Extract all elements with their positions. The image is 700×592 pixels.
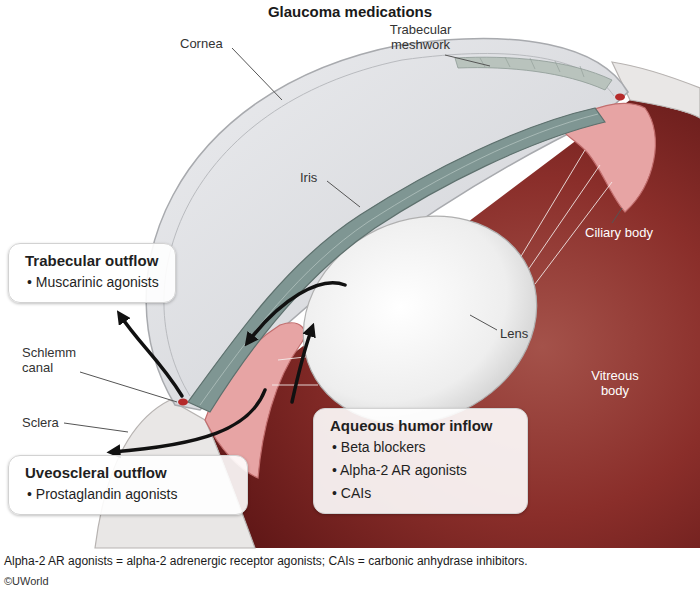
meshwork-fibers [480, 57, 584, 77]
drug-item: • Prostaglandin agonists [25, 483, 177, 506]
drug-item: • Beta blockers [330, 436, 426, 459]
trabecular-arrow [120, 315, 182, 396]
drug-item: • CAIs [330, 482, 371, 505]
iris [188, 108, 605, 412]
trabecular-meshwork [455, 57, 612, 90]
info-box: Uveoscleral outflow• Prostaglandin agoni… [8, 455, 248, 515]
diagram-title: Glaucoma medications [0, 2, 700, 21]
pupil-arrow [248, 283, 345, 342]
drug-item: • Alpha-2 AR agonists [330, 459, 467, 482]
part-label: Iris [300, 170, 317, 185]
part-label: Cornea [180, 36, 223, 51]
uveoscleral-arrow [112, 390, 265, 452]
box-heading: Trabecular outflow [25, 250, 158, 271]
part-label: Trabecular meshwork [378, 22, 463, 52]
schlemm-canal-lower [178, 399, 188, 406]
part-label: Vitreous body [580, 368, 650, 398]
part-label: Schlemm canal [22, 345, 82, 375]
info-box: Trabecular outflow• Muscarinic agonists [8, 243, 176, 303]
inflow-arrow [292, 328, 312, 402]
flow-arrows [112, 283, 345, 452]
part-label: Ciliary body [585, 225, 653, 240]
iris-texture [200, 114, 598, 405]
figure-caption: Alpha-2 AR agonists = alpha-2 adrenergic… [4, 554, 528, 569]
info-box: Aqueous humor inflow• Beta blockers• Alp… [313, 408, 528, 514]
copyright-note: ©UWorld [4, 574, 49, 588]
leader-lines [64, 48, 622, 432]
drug-item: • Muscarinic agonists [25, 271, 159, 294]
box-heading: Uveoscleral outflow [25, 462, 167, 483]
part-label: Lens [500, 326, 528, 341]
box-heading: Aqueous humor inflow [330, 415, 493, 436]
part-label: Sclera [22, 415, 59, 430]
schlemm-canal-upper [615, 94, 625, 101]
